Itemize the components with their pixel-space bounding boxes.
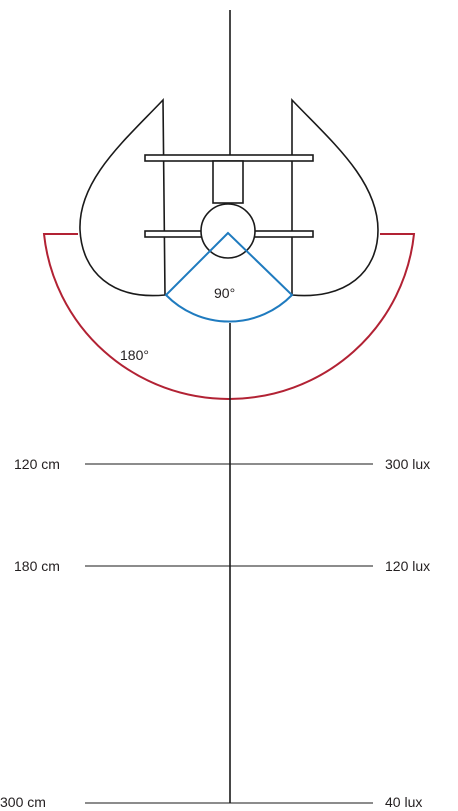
level-row: 180 cm 120 lux: [14, 558, 430, 574]
distance-label: 300 cm: [0, 794, 46, 810]
frame-bar-upper: [144, 154, 314, 162]
wide-beam-arc: [42, 233, 416, 400]
level-row: 120 cm 300 lux: [14, 456, 430, 472]
wide-angle-label: 180°: [120, 347, 149, 363]
lamp-bulb: [200, 203, 256, 259]
narrow-angle-label: 90°: [214, 285, 235, 301]
right-shade: [291, 97, 379, 297]
left-shade: [79, 98, 166, 297]
narrow-beam-cone: [164, 231, 294, 323]
distance-label: 180 cm: [14, 558, 60, 574]
illuminance-label: 120 lux: [385, 558, 430, 574]
illuminance-label: 40 lux: [385, 794, 422, 810]
level-row: 300 cm 40 lux: [0, 794, 422, 810]
distance-label: 120 cm: [14, 456, 60, 472]
illuminance-label: 300 lux: [385, 456, 430, 472]
lamp-socket: [212, 160, 244, 204]
